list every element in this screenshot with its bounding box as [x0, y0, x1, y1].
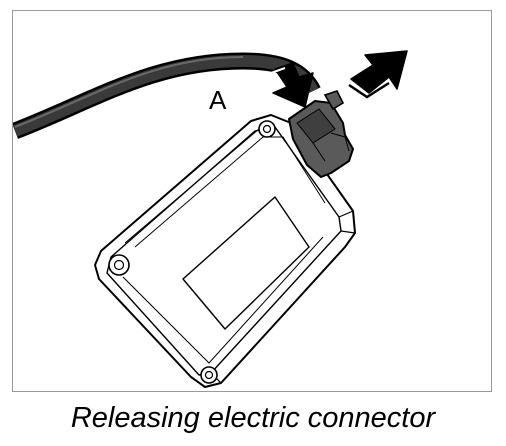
mounting-screw-left — [108, 254, 130, 276]
callout-label: A — [209, 85, 227, 115]
electric-connector — [288, 90, 354, 178]
diagram-frame: A — [12, 10, 492, 392]
mounting-screw-bottom — [200, 366, 218, 384]
pull-direction-arrow-icon — [348, 50, 408, 99]
connector-release-illustration: A — [13, 50, 408, 388]
press-arrow-icon — [270, 62, 314, 108]
mounting-screw-top — [258, 120, 276, 138]
figure-caption: Releasing electric connector — [70, 402, 436, 434]
